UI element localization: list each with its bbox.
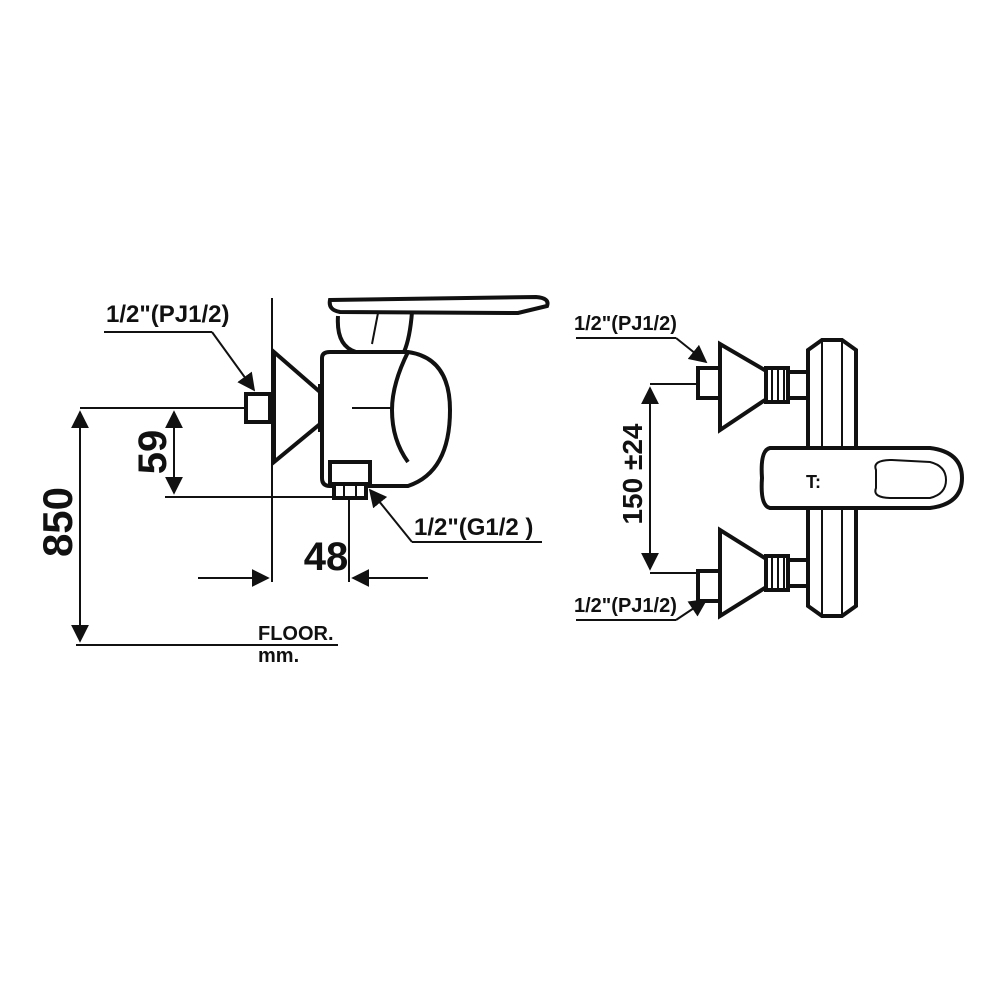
- side-view: 850 59 48 1/2"(PJ1/2) 1/2"(G1/2 ) FLOOR.…: [34, 294, 550, 667]
- handle-lever: [327, 294, 550, 316]
- bottom-nipple: [696, 569, 722, 603]
- inlet-top-leader: [675, 337, 708, 364]
- hot-cold-indicator-icon: T:: [806, 472, 821, 492]
- top-nipple: [696, 366, 722, 400]
- mixer-dome-line: [389, 351, 410, 464]
- dim-centers: 150 ±24: [617, 423, 648, 524]
- dim-inlet-to-outlet: 59: [131, 430, 175, 475]
- mixer-body-bottom: [806, 506, 858, 618]
- top-connector: [786, 370, 810, 400]
- front-view: T: 150 ±24 1/2"(PJ1/2) 1/2"(PJ1/2): [574, 313, 965, 621]
- bottom-escutcheon: [718, 526, 770, 620]
- outlet-nut: [332, 482, 368, 500]
- dim-height-total: 850: [34, 487, 81, 557]
- mixer-body: [320, 350, 453, 488]
- inlet-bottom-label: 1/2"(PJ1/2): [574, 595, 677, 617]
- mixer-body-top: [806, 338, 858, 450]
- unit-label: mm.: [258, 645, 299, 667]
- bottom-connector: [786, 558, 810, 588]
- outlet-body: [328, 460, 372, 486]
- floor-label: FLOOR.: [258, 623, 334, 645]
- inlet-leader: [211, 331, 256, 392]
- front-handle: [759, 446, 965, 510]
- handle-grip-slot: [874, 458, 948, 499]
- inlet-nipple: [244, 392, 272, 424]
- top-escutcheon: [718, 340, 770, 434]
- inlet-label: 1/2"(PJ1/2): [106, 301, 229, 328]
- inlet-top-label: 1/2"(PJ1/2): [574, 313, 677, 335]
- dim-wall-to-outlet: 48: [304, 535, 349, 579]
- outlet-leader: [368, 488, 413, 543]
- escutcheon-cone: [272, 347, 322, 467]
- outlet-label: 1/2"(G1/2 ): [414, 514, 533, 541]
- inlet-bottom-leader: [675, 599, 708, 621]
